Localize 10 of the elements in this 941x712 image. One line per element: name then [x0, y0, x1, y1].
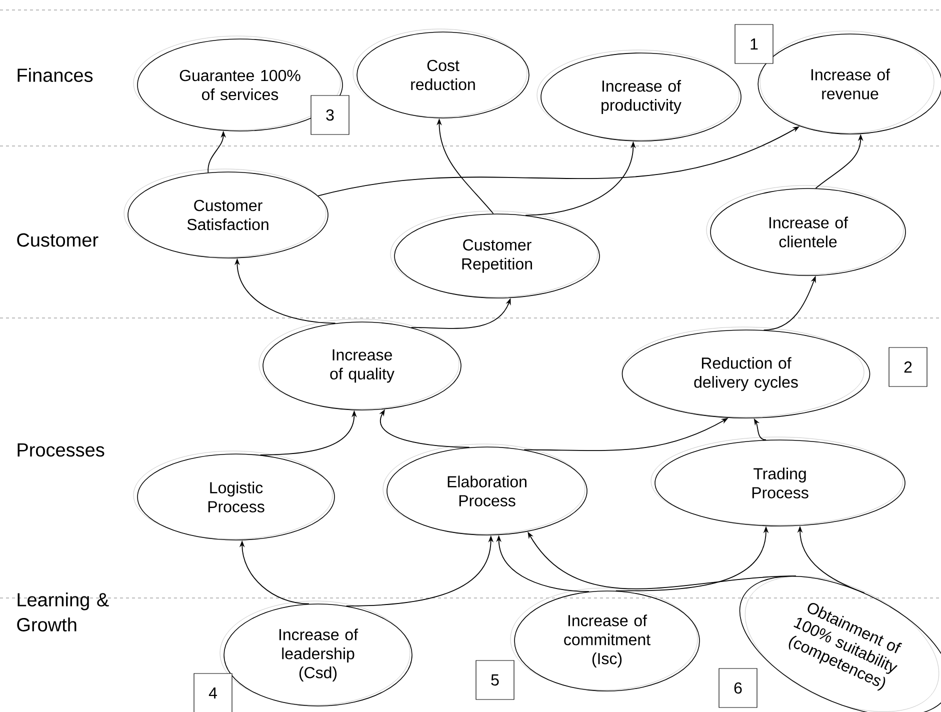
callout-number: 5: [476, 660, 514, 700]
callout-number: 1: [734, 24, 774, 64]
row-label: Customer: [17, 233, 98, 247]
row-label: Learning & Growth: [17, 592, 109, 632]
callout-number: 4: [194, 673, 232, 712]
callout-number: 6: [718, 668, 758, 708]
callout-number: 2: [888, 347, 928, 387]
row-label: Finances: [18, 68, 93, 82]
row-label: Processes: [18, 443, 104, 457]
callout-number: 3: [310, 95, 350, 135]
